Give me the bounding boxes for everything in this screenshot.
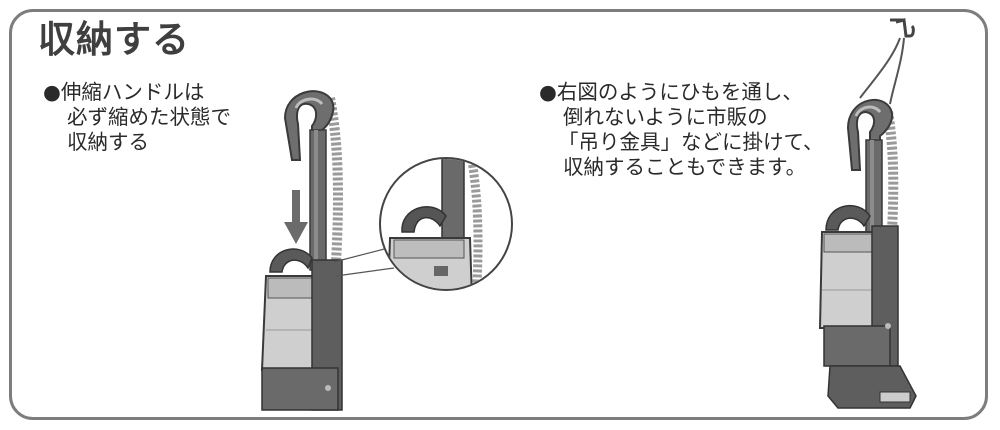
bullet-icon: ● — [539, 80, 557, 104]
note-line: ●右図のようにひもを通し、 — [539, 80, 823, 105]
note-line: 収納することもできます。 — [563, 155, 807, 179]
note-line: 倒れないように市販の — [563, 105, 768, 129]
bullet-icon: ● — [43, 80, 61, 104]
note-text: 右図のようにひもを通し、 — [556, 80, 803, 104]
vacuum-illustration-right — [818, 18, 917, 409]
note-line: ●伸縮ハンドルは — [43, 80, 231, 105]
vacuum-illustration-left — [260, 90, 395, 411]
note-line: 「吊り金具」などに掛けて、 — [558, 130, 824, 154]
note-text: 伸縮ハンドルは — [60, 80, 205, 104]
note-retract-handle: ●伸縮ハンドルは 必ず縮めた状態で 収納する — [43, 80, 231, 155]
note-hanging-storage: ●右図のようにひもを通し、 倒れないように市販の 「吊り金具」などに掛けて、 収… — [539, 80, 823, 180]
detail-callout — [379, 157, 513, 291]
note-line: 収納する — [67, 130, 149, 154]
note-line: 必ず縮めた状態で — [67, 105, 231, 129]
section-title: 収納する — [38, 18, 190, 61]
